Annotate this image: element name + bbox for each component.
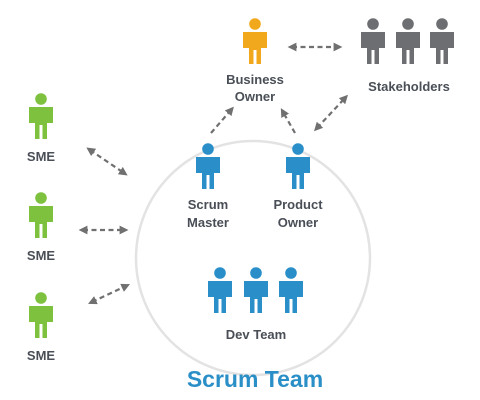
arrow-scrum-master-business <box>210 106 234 134</box>
product-owner-icon <box>286 143 310 189</box>
sme-top-label: SME <box>27 149 56 164</box>
arrow-sme-bottom-team <box>88 283 130 305</box>
scrum-team-title: Scrum Team <box>187 366 323 392</box>
business-owner-icon <box>243 18 267 64</box>
product-owner-label-line1: Product <box>273 197 323 212</box>
scrum-master-icon <box>196 143 220 189</box>
arrow-product-owner-stakeholders <box>313 94 349 132</box>
sme-top-icon <box>29 93 53 139</box>
sme-bottom-icon <box>29 292 53 338</box>
sme-mid-icon <box>29 192 53 238</box>
dev-team-label: Dev Team <box>226 327 286 342</box>
stakeholders-icon <box>361 18 454 64</box>
arrow-sme-top-team <box>86 147 128 176</box>
dev-team-icon <box>208 267 303 313</box>
sme-bottom-label: SME <box>27 348 56 363</box>
sme-mid-label: SME <box>27 248 56 263</box>
stakeholders-label: Stakeholders <box>368 79 450 94</box>
product-owner-label-line2: Owner <box>278 215 318 230</box>
scrum-team-circle <box>134 139 372 377</box>
scrum-master-label-line1: Scrum <box>188 197 228 212</box>
arrow-product-owner-business <box>280 108 296 134</box>
business-owner-label-line2: Owner <box>235 89 275 104</box>
scrum-master-label-line2: Master <box>187 215 229 230</box>
business-owner-label-line1: Business <box>226 72 284 87</box>
